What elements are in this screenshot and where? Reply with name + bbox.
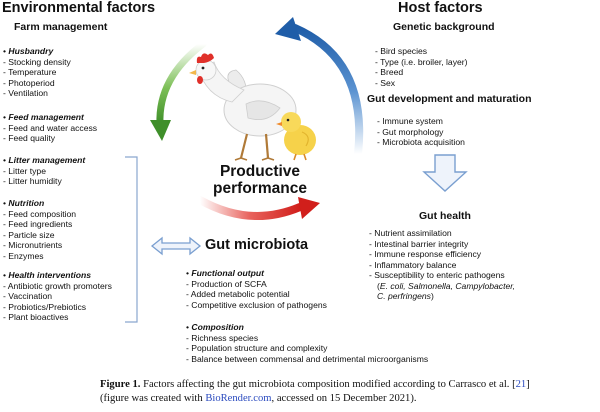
- functional-output-list: • Functional output - Production of SCFA…: [186, 268, 327, 310]
- gut-health-title: Gut health: [419, 210, 471, 222]
- list-item: Bird species: [380, 46, 428, 56]
- list-item: Vaccination: [8, 291, 53, 301]
- env-title: Environmental factors: [2, 0, 156, 16]
- productive-performance-label: Productive performance: [213, 163, 307, 197]
- list-item: Feed quality: [8, 133, 56, 143]
- group-title: • Health interventions: [3, 270, 92, 280]
- group-litter-management: • Litter management - Litter type - Litt…: [3, 155, 86, 186]
- chick-illustration: [276, 112, 316, 161]
- figure-caption: Figure 1. Factors affecting the gut micr…: [100, 379, 530, 404]
- gut-health-list: - Nutrient assimilation - Intestinal bar…: [369, 228, 516, 301]
- list-item: Type (i.e. broiler, layer): [380, 56, 468, 67]
- list-item: Stocking density: [8, 56, 71, 67]
- figure-label: Figure 1.: [100, 379, 141, 390]
- list-item: Breed: [380, 67, 404, 77]
- genetic-background-title: Genetic background: [393, 21, 495, 33]
- list-item: Balance between commensal and detrimenta…: [191, 353, 429, 364]
- list-item: Population structure and complexity: [191, 343, 328, 353]
- list-item: Added metabolic potential: [190, 289, 290, 299]
- list-item: Micronutrients: [8, 240, 63, 250]
- reference-link[interactable]: 21: [515, 379, 527, 390]
- list-item: Feed ingredients: [8, 219, 73, 229]
- blue-curved-arrow: [275, 17, 364, 158]
- list-item: Production of SCFA: [191, 278, 267, 289]
- red-curved-arrow: [196, 196, 320, 220]
- list-item: Immune response efficiency: [374, 249, 482, 259]
- list-item: Richness species: [191, 332, 259, 343]
- group-nutrition: • Nutrition - Feed composition - Feed in…: [3, 198, 77, 261]
- hen-illustration: [189, 53, 297, 161]
- genetic-list: - Bird species - Type (i.e. broiler, lay…: [375, 46, 468, 88]
- list-item: Particle size: [8, 229, 55, 240]
- double-outline-arrow: [150, 236, 202, 256]
- list-item: Gut morphology: [382, 126, 444, 137]
- list-item: Nutrient assimilation: [374, 228, 452, 238]
- composition-list: • Composition - Richness species - Popul…: [186, 322, 429, 364]
- biorender-link[interactable]: BioRender.com: [205, 392, 272, 404]
- list-item: Microbiota acquisition: [382, 137, 465, 147]
- list-item: Inflammatory balance: [374, 259, 457, 270]
- gut-microbiota-title: Gut microbiota: [205, 237, 309, 253]
- list-item: Feed composition: [8, 208, 77, 219]
- group-husbandry: • Husbandry - Stocking density - Tempera…: [3, 46, 71, 98]
- list-item: Competitive exclusion of pathogens: [191, 299, 327, 310]
- list-item: Ventilation: [8, 88, 48, 98]
- list-item: Plant bioactives: [8, 312, 69, 322]
- group-title: • Husbandry: [3, 46, 54, 56]
- down-outline-arrow: [422, 154, 468, 192]
- group-title: • Litter management: [3, 155, 86, 165]
- list-item: Antibiotic growth promoters: [7, 280, 112, 291]
- gut-development-title: Gut development and maturation: [367, 93, 532, 105]
- list-item: Temperature: [8, 67, 57, 77]
- list-item: Immune system: [382, 116, 443, 126]
- list-item: Sex: [380, 77, 396, 88]
- list-item: Litter type: [8, 165, 46, 176]
- group-title: • Composition: [186, 322, 244, 332]
- list-item: Susceptibility to enteric pathogens: [374, 270, 505, 280]
- list-item: Feed and water access: [8, 122, 98, 133]
- group-title: • Functional output: [186, 268, 264, 278]
- list-item: Photoperiod: [8, 77, 55, 88]
- pathogens-line-2: C. perfringens): [377, 291, 434, 301]
- left-bracket: [125, 156, 138, 323]
- gut-development-list: - Immune system - Gut morphology - Micro…: [377, 116, 465, 147]
- group-title: • Nutrition: [3, 198, 45, 208]
- list-item: Litter humidity: [8, 176, 62, 186]
- list-item: Enzymes: [8, 250, 44, 261]
- host-title: Host factors: [398, 0, 483, 16]
- list-item: Probiotics/Prebiotics: [8, 301, 87, 312]
- group-feed-management: • Feed management - Feed and water acces…: [3, 112, 98, 143]
- group-health-interventions: • Health interventions - Antibiotic grow…: [3, 270, 112, 322]
- group-title: • Feed management: [3, 112, 84, 122]
- pathogens-line-1: (E. coli, Salmonella, Campylobacter,: [377, 280, 516, 291]
- list-item: Intestinal barrier integrity: [374, 238, 469, 249]
- farm-management-title: Farm management: [14, 21, 108, 33]
- green-curved-arrow: [150, 40, 207, 141]
